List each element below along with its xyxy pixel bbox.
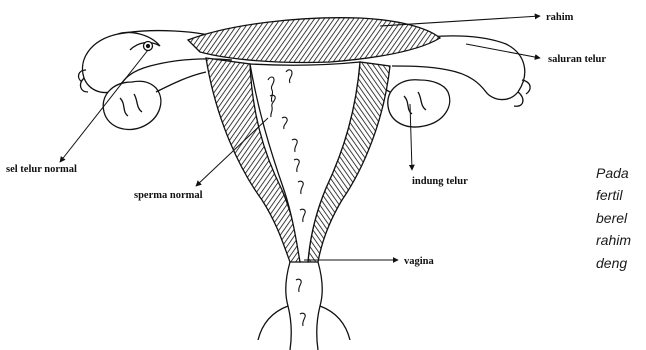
caption-text: Pada fertil berel rahim deng [596,162,646,274]
label-ovary: indung telur [412,176,468,187]
caption-line: deng [596,252,646,274]
label-normal-egg: sel telur normal [6,164,77,175]
caption-line: fertil [596,184,646,206]
label-fallopian-tube: saluran telur [548,54,606,65]
caption-line: berel [596,207,646,229]
label-normal-sperm: sperma normal [134,190,203,201]
label-uterus: rahim [546,12,574,23]
caption-line: Pada [596,162,646,184]
leader-rahim [380,16,540,26]
label-vagina: vagina [404,256,435,267]
caption-line: rahim [596,229,646,251]
